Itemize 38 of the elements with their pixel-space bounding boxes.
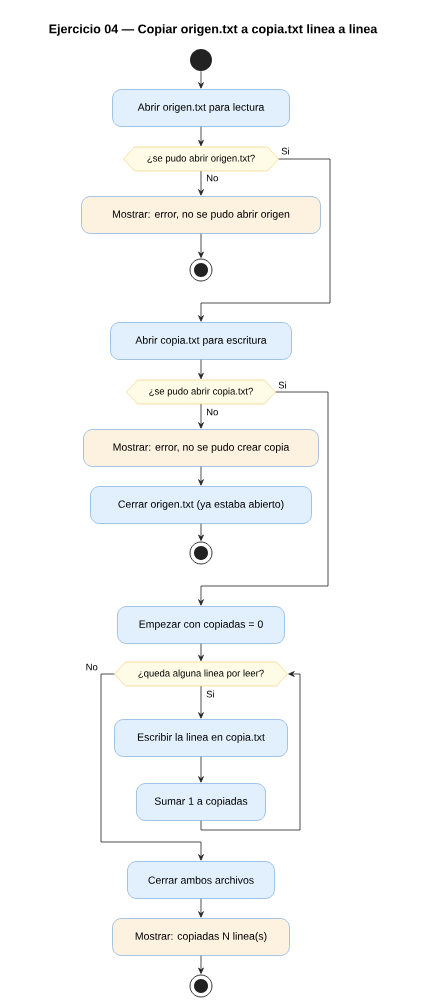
action-box: Mostrar: copiadas N linea(s) [112,918,290,956]
arrow [198,643,204,662]
action-box: Abrir origen.txt para lectura [112,89,290,127]
edge-label: No [205,173,220,183]
arrow [198,955,204,974]
arrow [200,671,301,831]
arrow [198,756,204,783]
arrow [198,70,204,89]
end-circle [189,974,213,998]
arrow [198,170,204,196]
arrow [198,898,204,918]
edge-label: Si [277,380,288,390]
arrow [198,523,204,541]
edge-label: No [84,662,99,672]
action-box: Escribir la linea en copia.txt [114,719,288,757]
action-box: Cerrar origen.txt (ya estaba abierto) [90,486,312,524]
end-circle [189,541,213,565]
arrow [198,403,204,429]
arrow [198,391,329,606]
action-box: Mostrar: error, no se pudo abrir origen [81,196,321,234]
arrow [198,233,204,258]
action-box: Abrir copia.txt para escritura [110,322,292,360]
edge-label: Si [205,689,216,699]
arrow [198,685,204,719]
arrow [198,126,204,147]
edge-label: Si [280,146,291,156]
start-circle [190,49,212,71]
edge-label: No [205,407,220,417]
arrow [100,673,204,861]
action-box: Mostrar: error, no se pudo crear copia [83,429,319,467]
action-box: Sumar 1 a copiadas [136,783,266,821]
arrow [198,158,331,322]
action-box: Empezar con copiadas = 0 [117,606,285,644]
action-box: Cerrar ambos archivos [127,861,275,899]
end-circle [189,258,213,282]
title: Ejercicio 04 — Copiar origen.txt a copia.txt linea a linea [49,24,378,36]
arrow [198,359,204,380]
arrow [198,466,204,486]
